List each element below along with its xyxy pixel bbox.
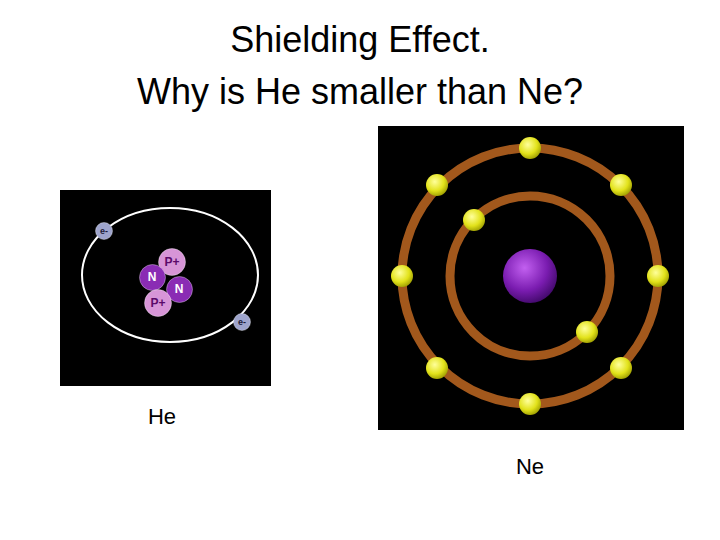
electron xyxy=(426,174,448,196)
neon-outer-shell xyxy=(402,148,658,404)
electron xyxy=(610,174,632,196)
neon-electrons xyxy=(391,137,669,415)
electron xyxy=(463,209,485,231)
electron-circle: e- xyxy=(95,222,113,240)
particle-symbol: N xyxy=(148,271,157,283)
electron xyxy=(426,357,448,379)
atom-label: He xyxy=(148,404,176,430)
particle-shape xyxy=(139,264,165,290)
slide-title: Shielding Effect. xyxy=(0,18,720,62)
proton-circle: P+ xyxy=(144,289,172,317)
electron xyxy=(391,265,413,287)
electron xyxy=(647,265,669,287)
electron xyxy=(519,393,541,415)
helium-orbit xyxy=(82,208,258,342)
electron xyxy=(576,321,598,343)
neutron-circle: N xyxy=(139,264,166,291)
particle-shape xyxy=(96,223,113,240)
helium-panel xyxy=(60,190,271,386)
particle-shape xyxy=(234,314,251,331)
electron-circle: e- xyxy=(233,313,251,331)
particle-symbol: P+ xyxy=(150,297,165,309)
particle-symbol: P+ xyxy=(164,256,179,268)
electron xyxy=(610,357,632,379)
particle-shape xyxy=(145,290,172,317)
electron xyxy=(519,137,541,159)
neon-inner-shell xyxy=(450,196,610,356)
atom-label: Ne xyxy=(516,454,544,480)
particle-symbol: N xyxy=(175,283,184,295)
neon-panel xyxy=(378,126,684,430)
slide-subtitle: Why is He smaller than Ne? xyxy=(137,70,583,113)
neon-nucleus xyxy=(503,249,557,303)
particle-symbol: e- xyxy=(238,318,246,327)
particle-symbol: e- xyxy=(100,227,108,236)
